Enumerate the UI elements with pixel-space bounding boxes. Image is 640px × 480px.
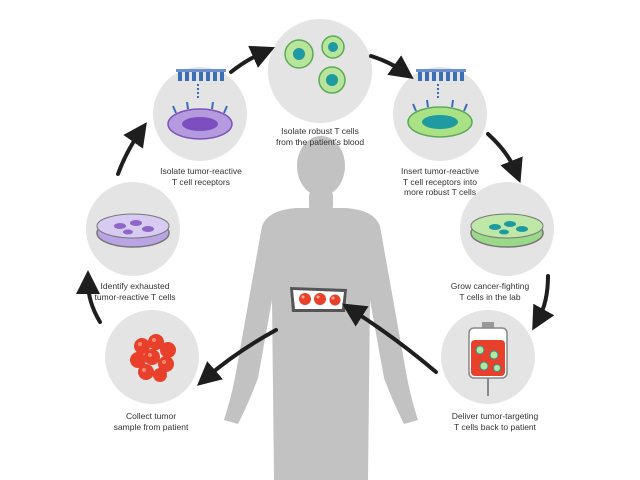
tumor-reactive-t-cell-illustration bbox=[167, 69, 233, 140]
tumor-biopsy-panel bbox=[290, 287, 347, 312]
arrow-to-insert-receptors bbox=[369, 54, 414, 79]
arrow-to-collect bbox=[196, 328, 278, 386]
label-identify: Identify exhausted tumor-reactive T cell… bbox=[94, 281, 176, 302]
label-isolate-robust: Isolate robust T cells from the patient'… bbox=[275, 126, 365, 147]
label-isolate-receptors: Isolate tumor-reactive T cell receptors bbox=[160, 166, 242, 187]
arrow-to-identify bbox=[76, 270, 102, 324]
label-deliver: Deliver tumor-targeting T cells back to … bbox=[451, 411, 539, 432]
engineered-t-cell-illustration bbox=[407, 69, 473, 138]
arrow-to-grow bbox=[486, 132, 523, 184]
label-insert-receptors: Insert tumor-reactive T cell receptors i… bbox=[401, 166, 479, 197]
arrow-to-deliver bbox=[532, 274, 555, 331]
purple-petri-dish-illustration bbox=[96, 213, 170, 248]
arrow-to-isolate-receptors bbox=[116, 122, 147, 176]
label-collect: Collect tumor sample from patient bbox=[113, 411, 189, 432]
robust-t-cells-illustration bbox=[284, 35, 346, 94]
cycle-arrows bbox=[76, 45, 555, 386]
arrow-to-isolate-robust bbox=[229, 45, 275, 74]
step-circle-isolate-robust bbox=[268, 19, 372, 123]
iv-bag-illustration bbox=[468, 322, 508, 396]
arrow-to-body bbox=[341, 303, 438, 374]
human-body-silhouette bbox=[224, 136, 418, 480]
green-petri-dish-illustration bbox=[470, 213, 544, 248]
tumor-sample-illustration bbox=[130, 334, 176, 382]
label-grow: Grow cancer-fighting T cells in the lab bbox=[450, 281, 530, 302]
